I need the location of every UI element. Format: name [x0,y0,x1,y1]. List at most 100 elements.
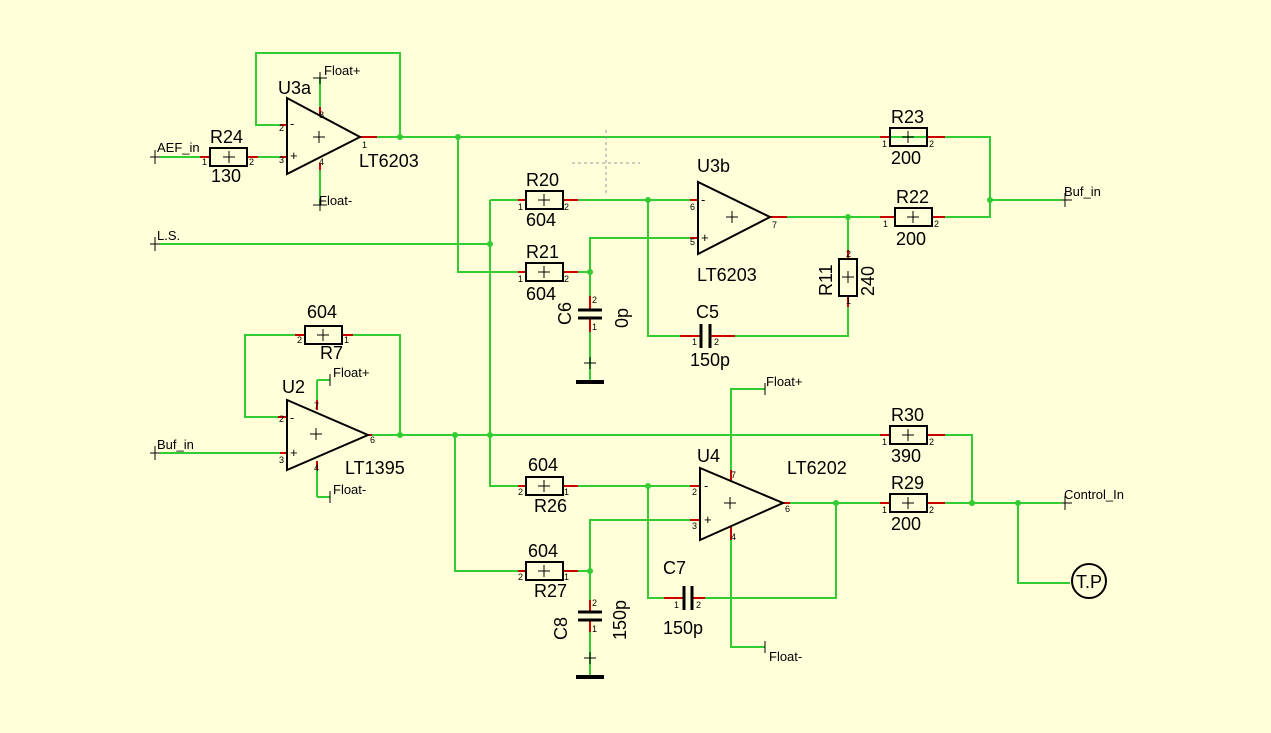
u4-ref: U4 [697,446,720,466]
r7-ref: R7 [320,343,343,363]
svg-text:2: 2 [592,295,597,305]
svg-text:2: 2 [929,139,934,149]
opamp-u3a[interactable]: - + 2 3 8 4 1 U3a LT6203 [278,78,419,176]
svg-text:1: 1 [882,139,887,149]
net-label-ls[interactable]: L.S. [150,228,180,251]
svg-text:1: 1 [518,274,523,284]
power-u4-neg[interactable]: Float- [764,641,802,664]
u4-float-neg-label: Float- [769,649,802,664]
svg-text:2: 2 [714,337,719,347]
c6-ref: C6 [555,302,575,325]
resistor-r30[interactable]: 1 2 R30 390 [880,405,945,466]
svg-text:1: 1 [518,202,523,212]
svg-text:4: 4 [319,157,324,167]
resistor-r11[interactable]: 2 1 R11 240 [816,249,878,307]
r22-ref: R22 [896,187,929,207]
svg-text:2: 2 [279,123,284,133]
power-u4-pos[interactable]: Float+ [764,374,803,395]
r21-ref: R21 [526,242,559,262]
r24-value: 130 [211,166,241,186]
svg-text:1: 1 [692,337,697,347]
power-u3a-neg[interactable]: Float- [313,193,352,211]
opamp-u3b[interactable]: - + 6 5 7 U3b LT6203 [690,156,787,285]
aef-in-label: AEF_in [157,140,200,155]
svg-text:2: 2 [934,219,939,229]
power-u2-pos[interactable]: Float+ [329,365,370,386]
svg-text:2: 2 [692,487,697,497]
buf-in-right-label: Buf_in [1064,184,1101,199]
r26-value: 604 [528,455,558,475]
svg-text:-: - [290,116,294,131]
u3a-part: LT6203 [359,151,419,171]
ground-c8 [576,652,604,679]
svg-text:1: 1 [592,624,597,634]
svg-text:2: 2 [929,437,934,447]
power-u2-neg[interactable]: Float- [329,482,366,503]
capacitor-c7[interactable]: 1 2 C7 150p [663,558,705,638]
svg-text:4: 4 [314,463,319,473]
capacitor-c8[interactable]: 2 1 C8 150p [551,598,630,640]
r29-ref: R29 [891,473,924,493]
svg-text:2: 2 [518,487,523,497]
svg-text:2: 2 [929,505,934,515]
svg-text:7: 7 [314,401,319,411]
net-label-buf-in-right[interactable]: Buf_in [1062,184,1101,207]
u2-float-neg-label: Float- [333,482,366,497]
u4-float-pos-label: Float+ [766,374,803,389]
wires [160,52,1070,676]
svg-text:1: 1 [846,296,851,306]
junction-dots [397,134,1021,574]
svg-text:2: 2 [564,274,569,284]
resistor-r26[interactable]: 2 1 604 R26 [518,455,578,516]
svg-text:1: 1 [882,437,887,447]
resistor-r23[interactable]: 1 2 R23 200 [880,107,945,168]
resistor-r24[interactable]: 1 2 R24 130 [200,127,258,186]
capacitor-c5[interactable]: 1 2 C5 150p [680,302,735,370]
test-point[interactable]: T.P [1071,563,1107,599]
c5-ref: C5 [696,302,719,322]
r20-value: 604 [526,210,556,230]
resistor-r21[interactable]: 1 2 R21 604 [518,242,578,304]
r29-value: 200 [891,514,921,534]
svg-text:2: 2 [846,249,851,259]
svg-text:7: 7 [731,470,736,480]
svg-text:2: 2 [696,600,701,610]
net-label-buf-in-left[interactable]: Buf_in [150,437,194,460]
u3a-float-neg-label: Float- [319,193,352,208]
r23-value: 200 [891,148,921,168]
net-label-aef-in[interactable]: AEF_in [150,140,200,164]
resistor-r22[interactable]: 1 2 R22 200 [880,187,945,249]
r23-ref: R23 [891,107,924,127]
svg-text:1: 1 [202,157,207,167]
crosshair-marker [572,130,640,196]
capacitor-c6[interactable]: 2 1 C6 0p [555,295,632,332]
svg-text:1: 1 [564,487,569,497]
r20-ref: R20 [526,170,559,190]
power-u3a-pos[interactable]: Float+ [313,63,361,84]
svg-text:1: 1 [344,335,349,345]
r26-ref: R26 [534,496,567,516]
opamp-u4[interactable]: - + 2 3 7 4 6 U4 LT6202 [690,446,847,542]
r30-value: 390 [891,446,921,466]
control-in-label: Control_In [1064,487,1124,502]
r7-value: 604 [307,302,337,322]
resistor-r20[interactable]: 1 2 R20 604 [518,170,578,230]
u2-ref: U2 [282,377,305,397]
svg-text:-: - [290,410,294,425]
svg-text:2: 2 [297,335,302,345]
svg-text:8: 8 [319,110,324,120]
svg-text:2: 2 [249,157,254,167]
opamp-u2[interactable]: - + 2 3 7 4 6 U2 LT1395 [278,377,405,478]
r27-ref: R27 [534,581,567,601]
resistor-r29[interactable]: 1 2 R29 200 [880,473,945,534]
u4-part: LT6202 [787,458,847,478]
svg-text:6: 6 [690,202,695,212]
resistor-r7[interactable]: 2 1 604 R7 [295,302,353,363]
svg-text:3: 3 [279,155,284,165]
resistor-r27[interactable]: 2 1 604 R27 [518,541,578,601]
net-label-control-in[interactable]: Control_In [1062,487,1124,510]
r22-value: 200 [896,229,926,249]
svg-text:2: 2 [518,572,523,582]
svg-text:+: + [290,445,298,460]
svg-text:+: + [701,230,709,245]
